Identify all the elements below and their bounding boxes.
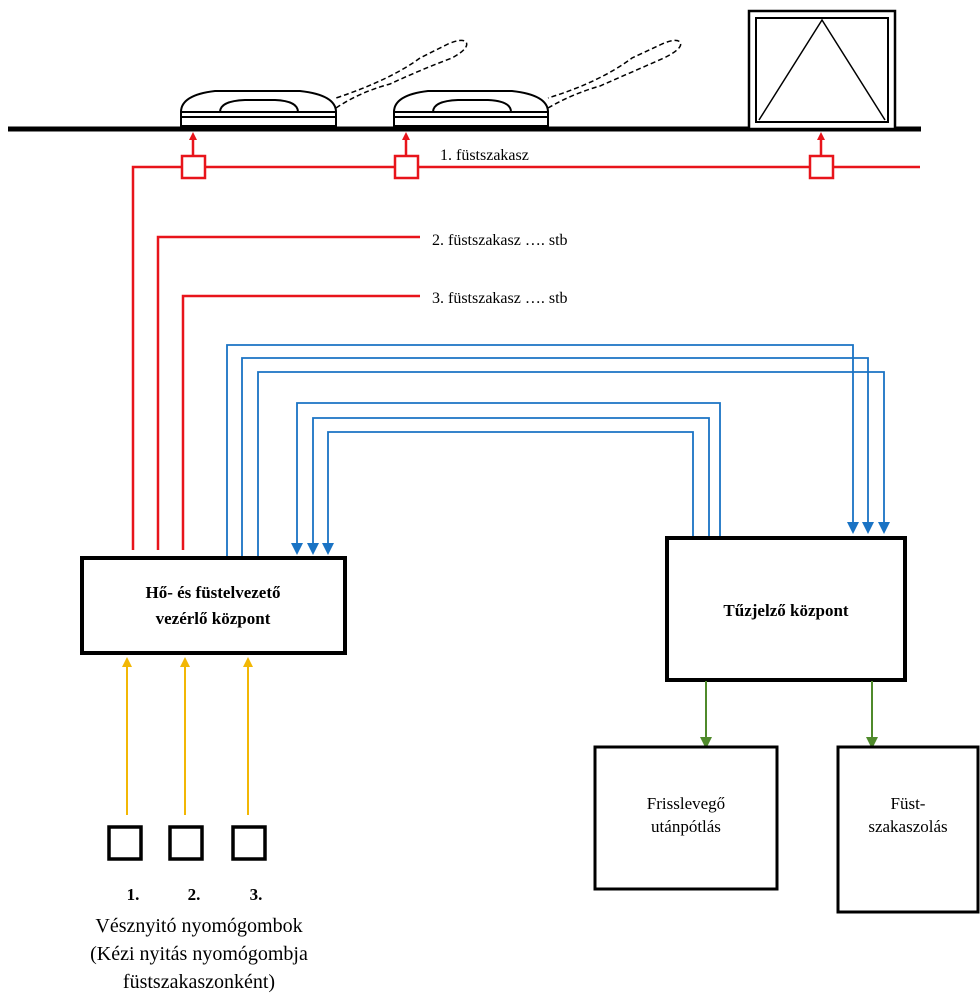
blue-signal-to-fire-panel <box>226 344 890 557</box>
zone-2-line <box>156 235 420 550</box>
button-number-3: 3. <box>250 885 263 904</box>
smoke-sectioning-line1: Füst- <box>891 794 926 813</box>
fresh-air-line2: utánpótlás <box>651 817 721 836</box>
controller-box <box>80 556 347 655</box>
zone-3-line <box>181 294 420 550</box>
smoke-sectioning-line2: szakaszolás <box>868 817 947 836</box>
smoke-vent-2 <box>393 39 682 127</box>
controller-title-line1: Hő- és füstelvezető <box>145 583 281 602</box>
zone-2-label: 2. füstszakasz …. stb <box>432 232 568 249</box>
buttons-caption-line1: Vésznyitó nyomógombok <box>95 915 302 937</box>
fresh-air-box <box>593 745 779 891</box>
push-button-3 <box>231 825 267 861</box>
smoke-sectioning-box <box>836 745 980 914</box>
button-number-2: 2. <box>188 885 201 904</box>
zone-3-label: 3. füstszakasz …. stb <box>432 290 568 307</box>
smoke-vent-1 <box>180 39 468 127</box>
fire-panel-box <box>665 536 907 682</box>
buttons-caption-line3: füstszakaszonként) <box>123 971 275 993</box>
zone-1-line <box>131 132 920 550</box>
push-button-2 <box>168 825 204 861</box>
smoke-exhaust-unit <box>747 9 897 131</box>
controller-title-line2: vezérlő központ <box>156 609 271 628</box>
zone-1-label: 1. füstszakasz <box>440 147 529 164</box>
button-number-1: 1. <box>127 885 140 904</box>
buttons-caption-line2: (Kézi nyitás nyomógombja <box>90 943 308 965</box>
blue-signal-to-controller <box>291 402 721 555</box>
push-button-1 <box>107 825 143 861</box>
fresh-air-line1: Frisslevegő <box>647 794 725 813</box>
fire-panel-title: Tűzjelző központ <box>723 601 848 620</box>
yellow-arrows <box>122 657 253 815</box>
